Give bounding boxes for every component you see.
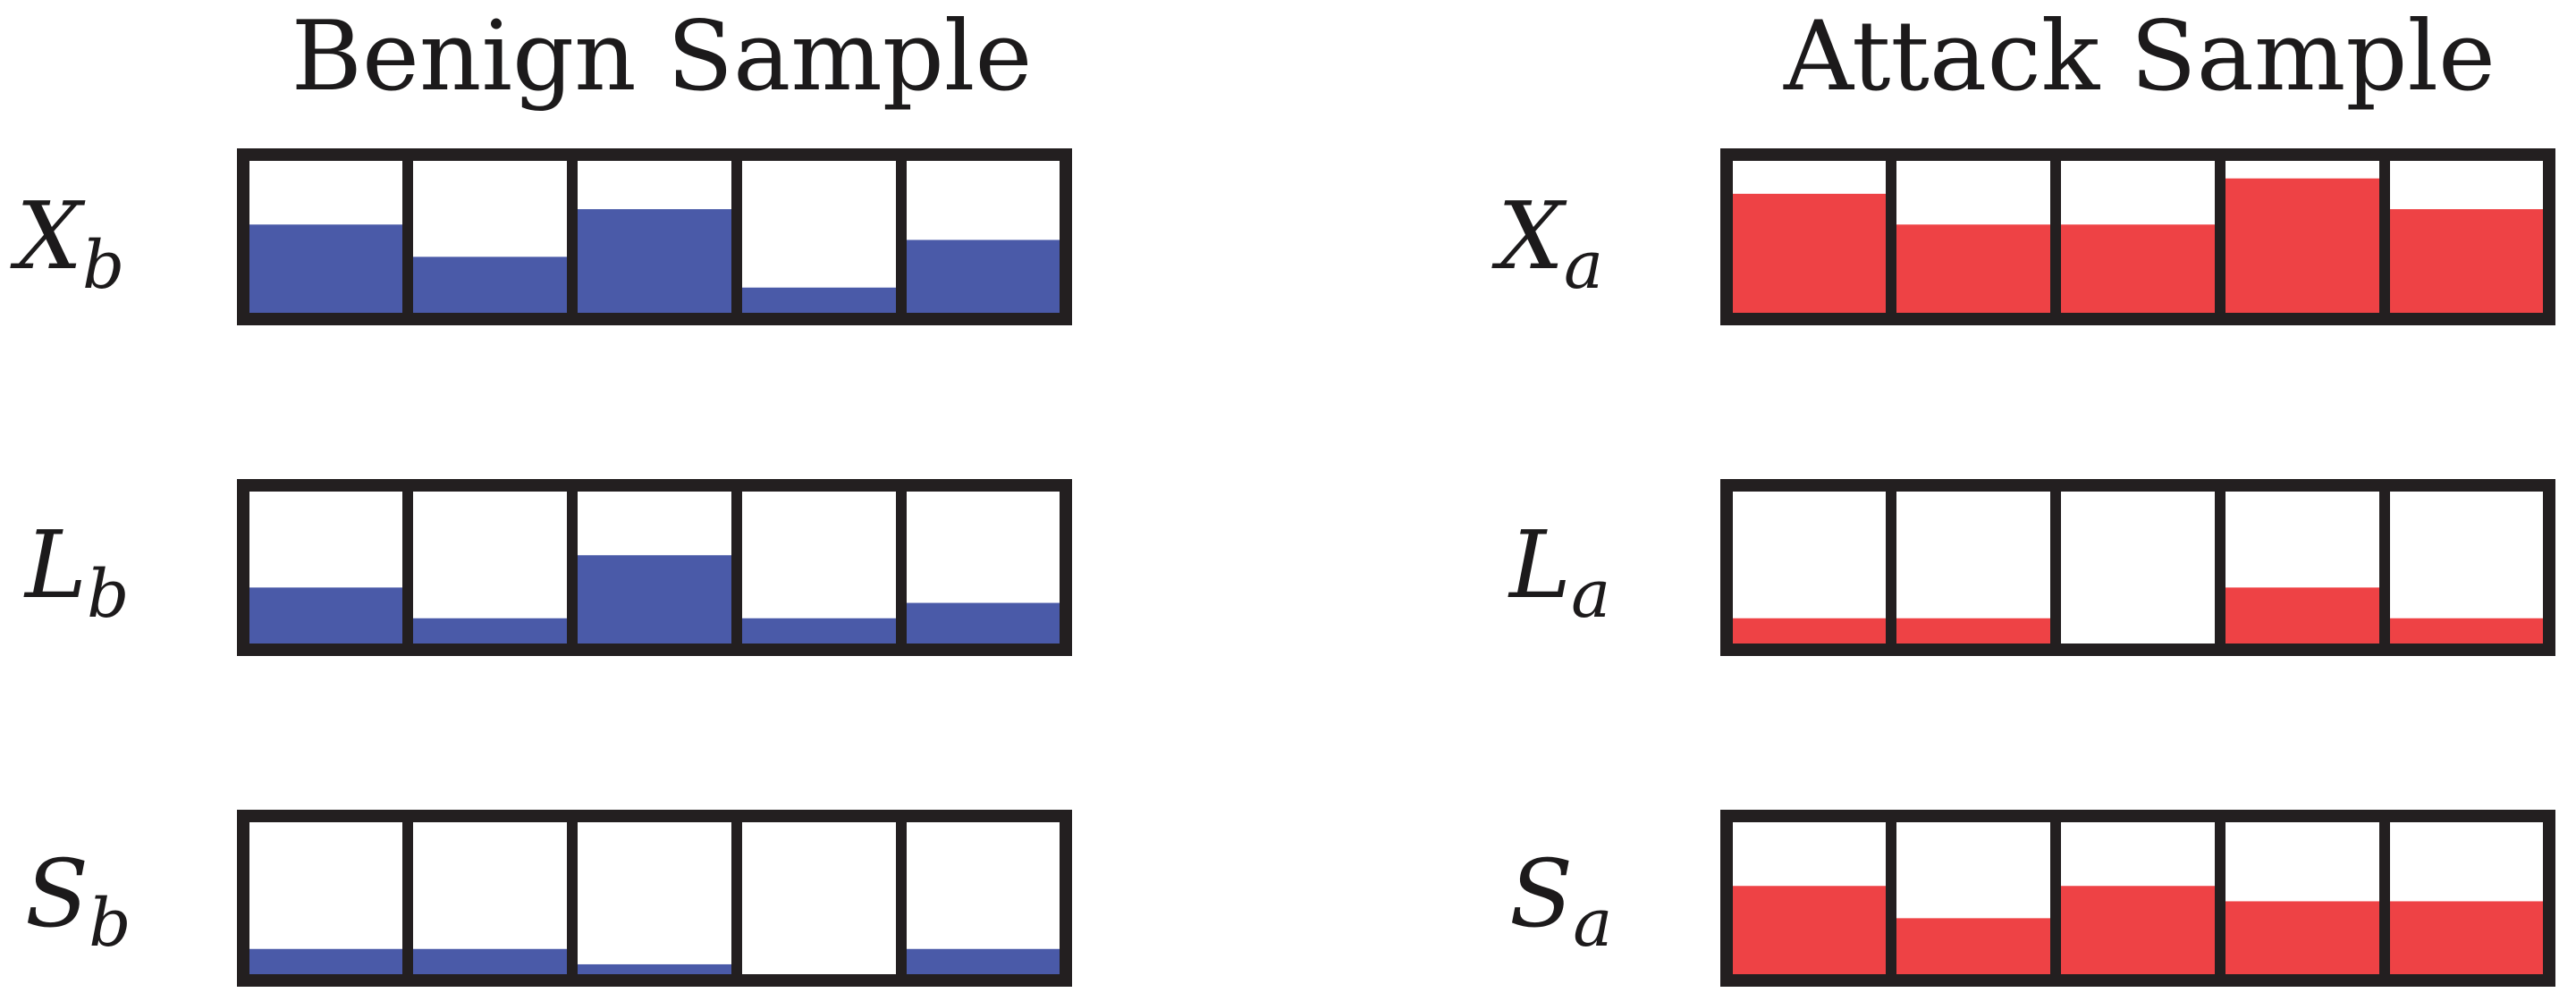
cell-s-benign-3 <box>567 811 742 986</box>
level-fill-s-attack-3 <box>2061 886 2215 975</box>
level-fill-x-benign-3 <box>578 209 731 314</box>
level-fill-l-benign-1 <box>249 587 402 644</box>
level-fill-s-attack-1 <box>1732 886 1886 975</box>
row-label-x-attack: Xa <box>1491 181 1603 304</box>
row-frame-x-attack <box>1720 148 2555 325</box>
cell-s-benign-4 <box>731 811 907 986</box>
level-fill-l-attack-1 <box>1732 618 1886 644</box>
level-fill-x-attack-2 <box>1896 224 2050 314</box>
level-fill-l-benign-5 <box>907 602 1060 644</box>
level-fill-x-attack-5 <box>2390 209 2544 314</box>
row-frame-l-attack <box>1720 479 2555 656</box>
level-fill-s-attack-4 <box>2225 901 2379 975</box>
level-fill-x-benign-4 <box>742 287 896 314</box>
row-frame-l-benign <box>237 479 1072 656</box>
level-fill-l-benign-2 <box>413 618 567 644</box>
row-frame-s-attack <box>1720 810 2555 987</box>
level-fill-s-attack-2 <box>1896 918 2050 975</box>
level-fill-x-benign-1 <box>249 224 402 314</box>
level-fill-x-benign-5 <box>907 240 1060 314</box>
level-fill-x-benign-2 <box>413 257 567 314</box>
level-fill-s-attack-5 <box>2390 901 2544 975</box>
row-frame-x-benign <box>237 148 1072 325</box>
level-fill-x-attack-3 <box>2061 224 2215 314</box>
row-label-s-attack: Sa <box>1509 839 1612 962</box>
row-frame-s-benign <box>237 810 1072 987</box>
level-fill-x-attack-4 <box>2225 178 2379 314</box>
benign-panel-title: Benign Sample <box>291 1 1033 113</box>
level-fill-s-benign-1 <box>249 948 402 975</box>
level-fill-l-attack-2 <box>1896 618 2050 644</box>
level-fill-s-benign-3 <box>578 963 731 975</box>
cell-grids <box>237 148 2555 987</box>
row-label-s-benign: Sb <box>25 839 131 962</box>
level-fill-l-benign-3 <box>578 555 731 644</box>
level-fill-l-attack-5 <box>2390 618 2544 644</box>
level-fill-x-attack-1 <box>1732 193 1886 314</box>
cell-l-attack-3 <box>2050 480 2225 655</box>
level-fill-l-attack-4 <box>2225 587 2379 644</box>
row-label-x-benign: Xb <box>10 181 124 304</box>
row-label-l-attack: La <box>1508 510 1610 633</box>
attack-panel-title: Attack Sample <box>1783 1 2496 113</box>
row-label-l-benign: Lb <box>23 510 129 633</box>
level-fill-l-benign-4 <box>742 618 896 644</box>
level-fill-s-benign-5 <box>907 948 1060 975</box>
level-fill-s-benign-2 <box>413 948 567 975</box>
